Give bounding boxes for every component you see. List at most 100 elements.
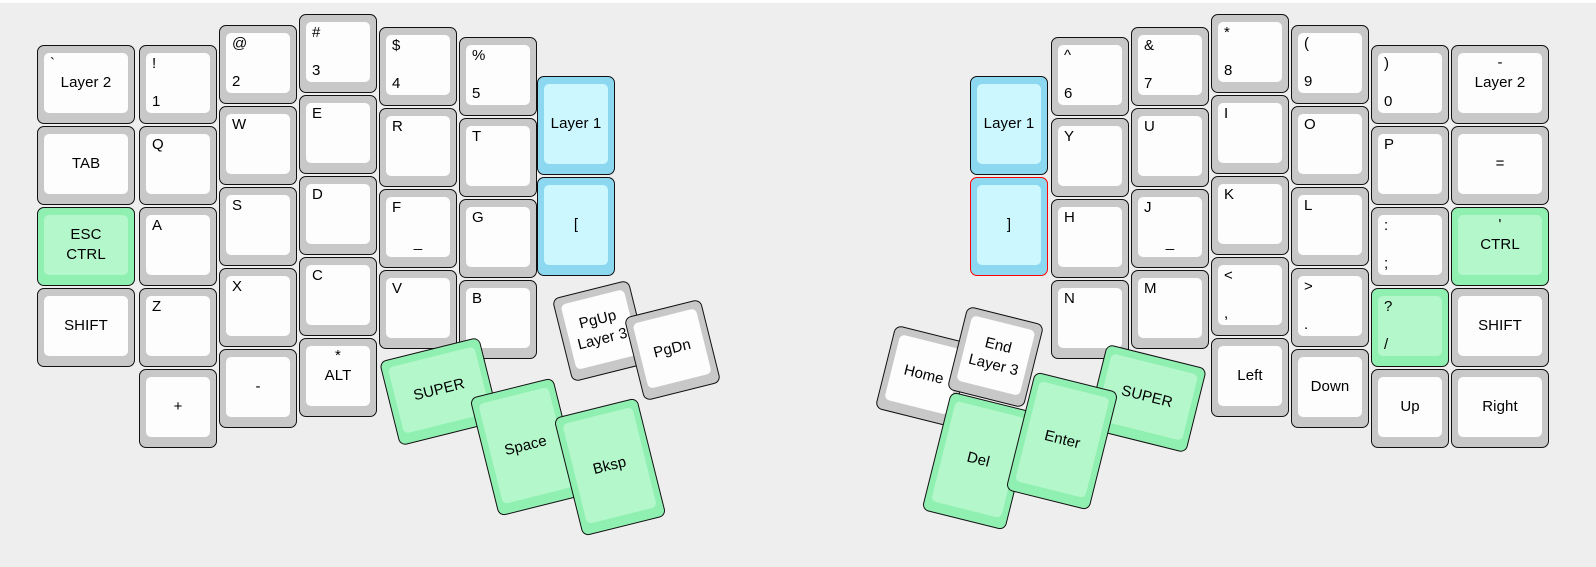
key-r-c1-r1[interactable]: Layer 1 [970,76,1048,175]
key-l-c5-r4[interactable]: V [379,270,457,349]
key-r-c4-r1[interactable]: *8 [1211,14,1289,93]
key-legend-primary: Del [965,448,992,471]
key-r-c7-r4[interactable]: SHIFT [1451,288,1549,367]
key-r-c3-r1[interactable]: &7 [1131,27,1209,106]
key-r-c4-r5[interactable]: Left [1211,338,1289,417]
key-l-c6-r1[interactable]: %5 [459,37,537,116]
key-r-c6-r5[interactable]: Up [1371,369,1449,448]
key-legend-shifted: N [1064,290,1075,307]
keycap-surface: X [226,276,290,336]
key-r-c5-r3[interactable]: L [1291,187,1369,266]
key-l-c1-r1[interactable]: `Layer 2 [37,45,135,124]
key-r-c2-r1[interactable]: ^6 [1051,37,1129,116]
key-l-c4-r1[interactable]: #3 [299,14,377,93]
key-l-c6-r3[interactable]: G [459,199,537,278]
key-r-c2-r3[interactable]: H [1051,199,1129,278]
key-r-c2-r4[interactable]: N [1051,280,1129,359]
key-legend-primary: ESC CTRL [66,225,106,263]
key-r-c3-r4[interactable]: M [1131,270,1209,349]
key-l-c3-r1[interactable]: @2 [219,25,297,104]
key-legend-primary: Bksp [591,452,628,478]
key-r-c1-r2[interactable]: ] [970,177,1048,276]
key-r-c5-r2[interactable]: O [1291,106,1369,185]
key-legend-shifted: L [1304,197,1313,214]
key-l-c2-r4[interactable]: Z [139,288,217,367]
key-legend-shifted: ? [1384,298,1393,315]
keycap-surface: !1 [146,53,210,113]
key-l-c3-r4[interactable]: X [219,268,297,347]
key-l-c4-r5[interactable]: *ALT [299,338,377,417]
key-legend-shifted: : [1384,217,1389,234]
keycap-surface: SHIFT [44,296,128,356]
key-r-c5-r1[interactable]: (9 [1291,25,1369,104]
key-legend-primary: Down [1310,378,1350,396]
key-l-c7-r2[interactable]: [ [537,177,615,276]
key-r-c3-r3[interactable]: J_ [1131,189,1209,268]
key-r-c2-r2[interactable]: Y [1051,118,1129,197]
key-r-c4-r2[interactable]: I [1211,95,1289,174]
key-l-c4-r3[interactable]: D [299,176,377,255]
keycap-surface: V [386,278,450,338]
key-l-c2-r2[interactable]: Q [139,126,217,205]
key-legend-shifted: K [1224,186,1235,203]
key-l-c5-r1[interactable]: $4 [379,27,457,106]
key-r-c7-r1[interactable]: -Layer 2 [1451,45,1549,124]
key-legend-shifted: ( [1304,35,1310,52]
key-legend-base: . [1304,316,1309,334]
keycap-surface: %5 [466,45,530,105]
key-l-c1-r4[interactable]: SHIFT [37,288,135,367]
key-r-c4-r4[interactable]: <, [1211,257,1289,336]
key-r-c5-r5[interactable]: Down [1291,349,1369,428]
key-legend-primary: Left [1237,367,1263,385]
key-r-c5-r4[interactable]: >. [1291,268,1369,347]
key-l-c1-r2[interactable]: TAB [37,126,135,205]
key-l-c3-r2[interactable]: W [219,106,297,185]
keycap-surface: Up [1378,377,1442,437]
key-r-c6-r2[interactable]: P [1371,126,1449,205]
key-l-th-pgdn[interactable]: PgDn [623,298,722,402]
key-l-th-bksp[interactable]: Bksp [553,397,667,537]
key-legend-primary: = [1495,155,1505,173]
key-legend-shifted: - [1497,54,1503,71]
key-r-c3-r2[interactable]: U [1131,108,1209,187]
keycap-surface: ] [977,185,1041,265]
key-r-c4-r3[interactable]: K [1211,176,1289,255]
key-legend-primary: Layer 2 [60,74,112,92]
key-legend-shifted: M [1144,280,1157,297]
key-legend-shifted: W [232,116,247,133]
keycap-surface: (9 [1298,33,1362,93]
key-legend-shifted: > [1304,278,1313,295]
key-r-c6-r3[interactable]: :; [1371,207,1449,286]
key-r-c7-r2[interactable]: = [1451,126,1549,205]
key-legend-primary: PgDn [651,335,693,362]
key-l-c4-r4[interactable]: C [299,257,377,336]
keycap-surface: K [1218,184,1282,244]
key-l-c7-r1[interactable]: Layer 1 [537,76,615,175]
key-l-c5-r2[interactable]: R [379,108,457,187]
key-l-c1-r3[interactable]: ESC CTRL [37,207,135,286]
keycap-surface: N [1058,288,1122,348]
key-l-c3-r5[interactable]: - [219,349,297,428]
key-legend-primary: End Layer 3 [966,333,1021,380]
key-l-c4-r2[interactable]: E [299,95,377,174]
keycap-surface: - [226,357,290,417]
keycap-surface: :; [1378,215,1442,275]
key-r-c7-r3[interactable]: 'CTRL [1451,207,1549,286]
key-legend-primary: Right [1482,398,1518,416]
key-l-c6-r2[interactable]: T [459,118,537,197]
keycap-surface: [ [544,185,608,265]
key-legend-shifted: T [472,128,482,145]
key-legend-primary: CTRL [1480,236,1520,254]
key-l-c5-r3[interactable]: F_ [379,189,457,268]
keycap-surface: U [1138,116,1202,176]
keycap-surface: F_ [386,197,450,257]
key-l-c2-r5[interactable]: + [139,369,217,448]
key-l-c2-r3[interactable]: A [139,207,217,286]
key-r-c7-r5[interactable]: Right [1451,369,1549,448]
key-r-c6-r4[interactable]: ?/ [1371,288,1449,367]
key-l-c2-r1[interactable]: !1 [139,45,217,124]
key-l-c3-r3[interactable]: S [219,187,297,266]
key-r-c6-r1[interactable]: )0 [1371,45,1449,124]
key-legend-shifted: H [1064,209,1075,226]
